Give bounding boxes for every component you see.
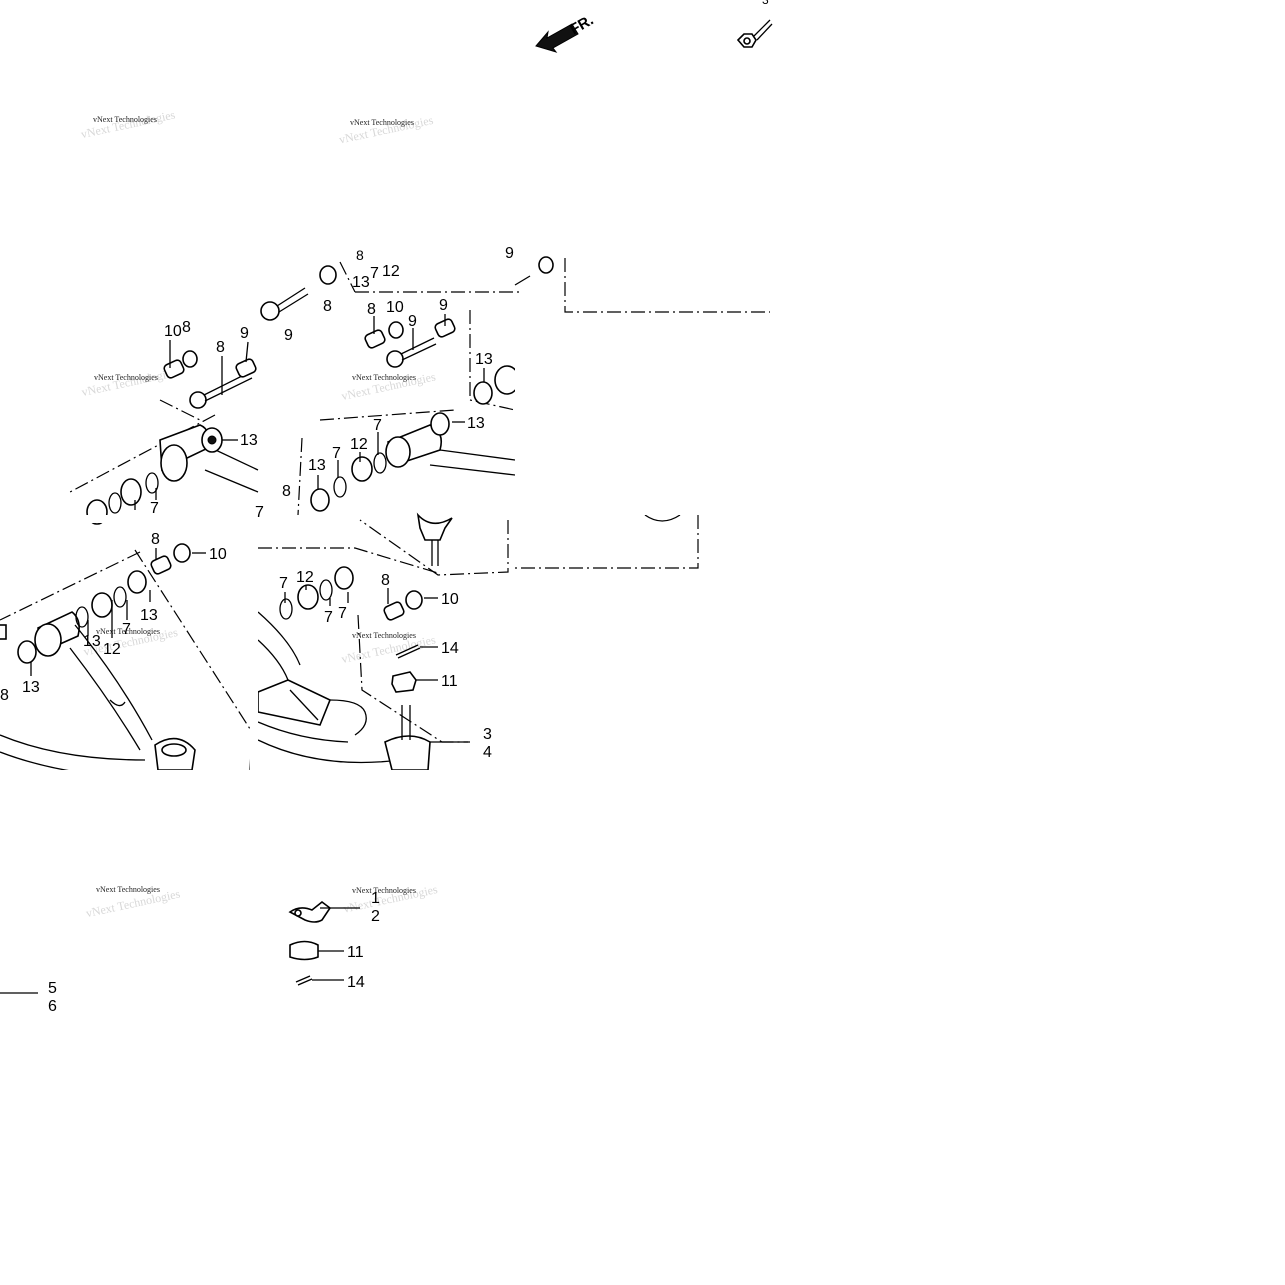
watermark: vNext Technologies <box>96 627 160 636</box>
callout-label: 13 <box>22 679 40 696</box>
lower-arm-left <box>0 543 196 779</box>
watermark: vNext Technologies <box>93 115 157 124</box>
callout-label: 1 <box>371 890 380 907</box>
callout-label: 3 <box>483 726 492 743</box>
watermark: vNext Technologies <box>350 118 414 127</box>
callout-label: 14 <box>441 640 459 657</box>
watermark: vNext Technologies <box>352 631 416 640</box>
blank-area <box>0 770 1285 850</box>
callout-label: 4 <box>483 744 492 761</box>
lower-arm-right <box>257 566 431 771</box>
callout-label: 13 <box>83 633 101 650</box>
callout-label: 9 <box>408 313 417 330</box>
callout-label: 9 <box>439 297 448 314</box>
upper-arm-right <box>260 256 681 566</box>
callout-label: 8 <box>282 483 291 500</box>
watermark: vNext Technologies <box>96 885 160 894</box>
callout-label: 13 <box>352 274 370 291</box>
callout-label: 7 <box>332 445 341 462</box>
callout-label: 13 <box>467 415 485 432</box>
callout-label: 5 <box>48 980 57 997</box>
callout-label: 9 <box>505 245 514 262</box>
callout-label: 8 <box>182 319 191 336</box>
callout-labels: 10 8 9 8 13 7 8 13 7 12 9 9 8 8 10 9 9 1… <box>0 245 514 1015</box>
blank-area <box>250 520 258 770</box>
watermark: vNext Technologies <box>352 373 416 382</box>
callout-label: 6 <box>48 998 57 1015</box>
callout-label: 13 <box>475 351 493 368</box>
callout-label: 10 <box>164 323 182 340</box>
callout-label: 12 <box>350 436 368 453</box>
callout-label: 10 <box>209 546 227 563</box>
callout-label: 14 <box>347 974 365 991</box>
callout-label: 7 <box>122 621 131 638</box>
blank-area <box>515 320 1285 515</box>
callout-label: 13 <box>140 607 158 624</box>
callout-label: 10 <box>441 591 459 608</box>
callout-label: 11 <box>347 944 364 961</box>
flange-bolt-top-right <box>736 19 773 48</box>
callout-label: 7 <box>338 605 347 622</box>
callout-label: 8 <box>323 298 332 315</box>
watermark-ghost: vNext Technologies <box>80 107 177 141</box>
watermark: vNext Technologies <box>94 373 158 382</box>
callout-label: 7 <box>255 504 264 521</box>
callout-label: 9 <box>284 327 293 344</box>
callout-label: 8 <box>367 301 376 318</box>
upper-arm-left <box>86 350 259 525</box>
callout-label: 10 <box>386 299 404 316</box>
callout-label: 7 <box>370 265 379 282</box>
callout-label: 7 <box>324 609 333 626</box>
blank-area <box>258 240 518 254</box>
callout-label: 12 <box>103 641 121 658</box>
callout-label: 7 <box>279 575 288 592</box>
front-direction-arrow: FR. <box>535 12 597 53</box>
callout-label: 9 <box>240 325 249 342</box>
callout-label: 3 <box>762 0 769 7</box>
callout-label: 2 <box>371 908 380 925</box>
callout-label: 8 <box>216 339 225 356</box>
callout-label: 7 <box>150 500 159 517</box>
small-parts-detail <box>288 900 332 986</box>
callout-label: 12 <box>296 569 314 586</box>
watermark-ghost: vNext Technologies <box>80 365 177 399</box>
callout-label: 8 <box>151 531 160 548</box>
blank-area <box>0 515 250 523</box>
callout-label: 8 <box>381 572 390 589</box>
callout-leaders <box>30 314 485 981</box>
callout-label: 8 <box>356 247 364 263</box>
callout-label: 12 <box>382 263 400 280</box>
callout-label: 13 <box>308 457 326 474</box>
callout-label: 8 <box>0 687 9 704</box>
callout-label: 11 <box>441 673 458 690</box>
callout-label: 13 <box>240 432 258 449</box>
watermark: vNext Technologies <box>352 886 416 895</box>
callout-label: 7 <box>373 417 382 434</box>
